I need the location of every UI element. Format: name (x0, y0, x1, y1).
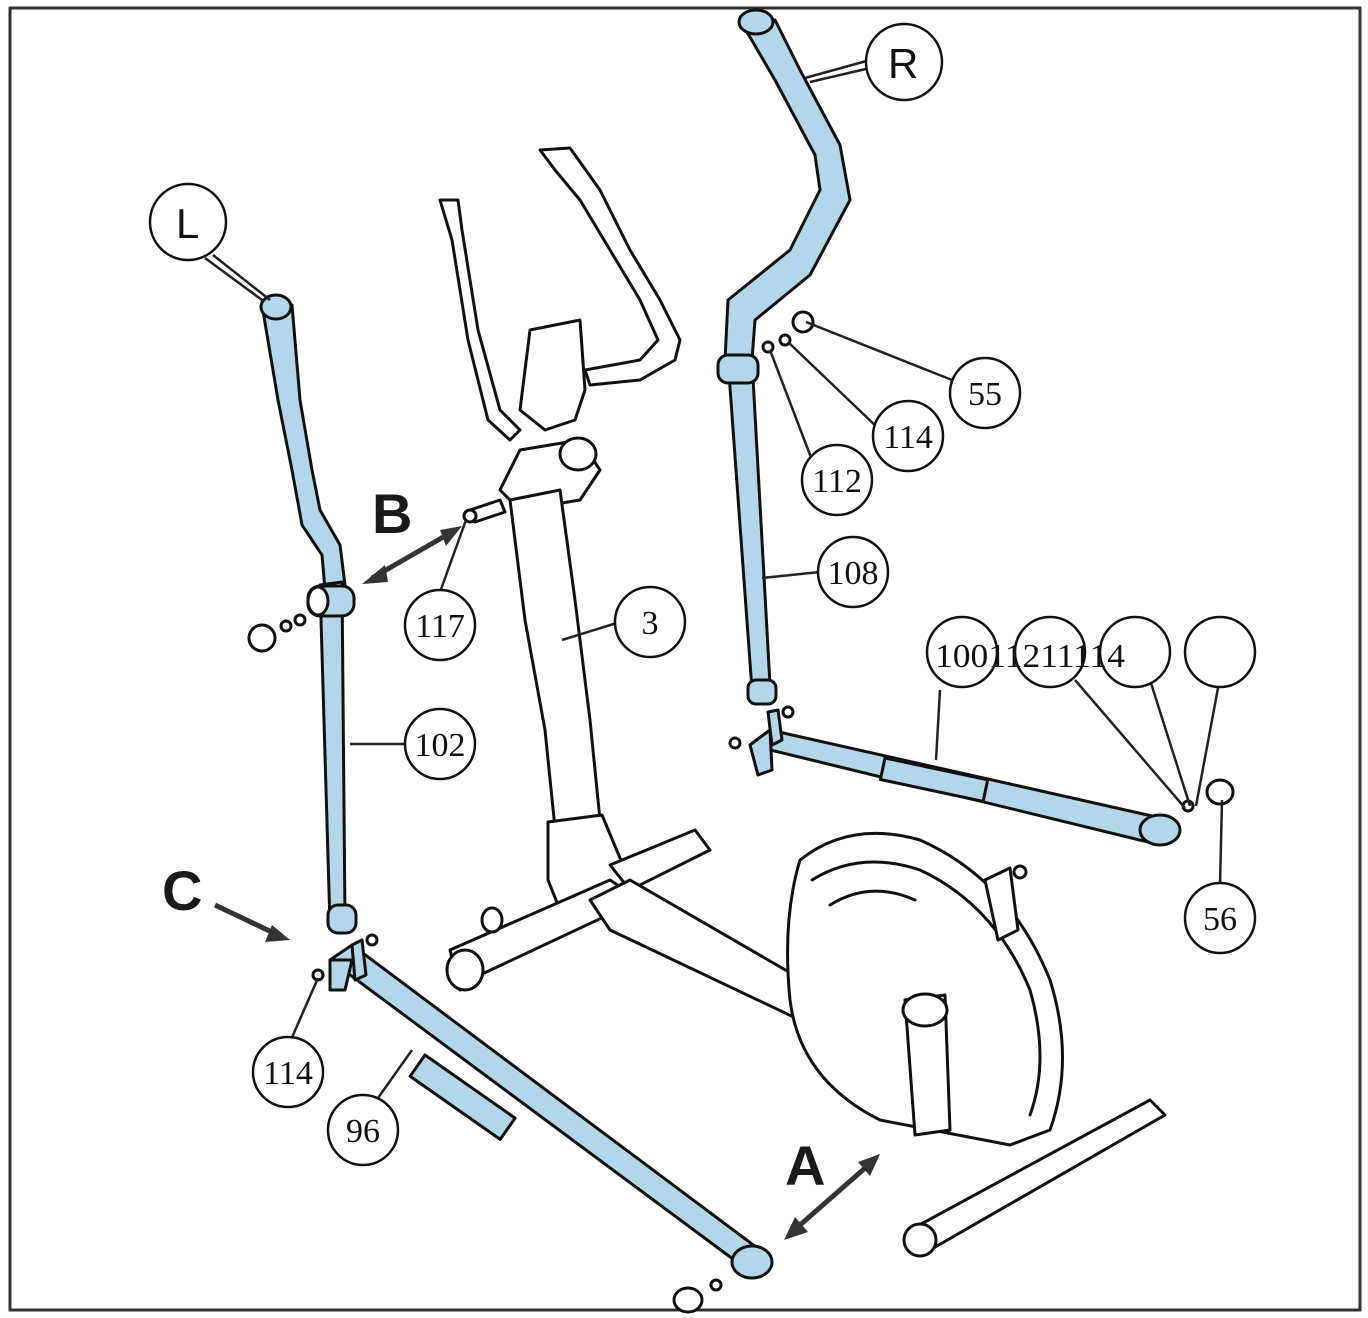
callout-bubble-group-1 (925, 615, 999, 689)
callout-bubble-96 (326, 1093, 400, 1167)
callout-102: 102 (415, 727, 466, 764)
step-letter-a: A (785, 1134, 825, 1197)
callout-55: 55 (968, 376, 1002, 413)
callout-117: 117 (415, 608, 465, 645)
leader-lines (204, 58, 1224, 1099)
main-frame-part-3 (438, 146, 1167, 1258)
side-bubble-right (864, 22, 944, 102)
callout-114-left: 114 (263, 1055, 313, 1092)
callout-56: 56 (1203, 901, 1237, 938)
callout-bubble-114-right (871, 399, 945, 473)
axle-part-117 (462, 498, 507, 524)
callout-108: 108 (828, 555, 879, 592)
callout-bubble-group-2 (1013, 615, 1087, 689)
callout-bubble-55 (948, 356, 1022, 430)
callout-bubble-117 (403, 588, 477, 662)
right-pedal-tube (728, 705, 1235, 847)
callout-3: 3 (642, 605, 659, 642)
arrow-c-icon (213, 902, 290, 942)
callout-96: 96 (346, 1113, 380, 1150)
callout-bubble-56 (1183, 881, 1257, 955)
side-bubble-left (148, 182, 228, 262)
side-label-right: R (888, 40, 918, 87)
side-label-left: L (176, 200, 199, 247)
left-handlebar-arm-part-102 (247, 293, 358, 935)
right-handlebar-arm-part-108 (716, 8, 852, 706)
callout-114-right: 114 (883, 419, 933, 456)
callout-bubble-group-3 (1098, 615, 1172, 689)
step-letter-b: B (372, 482, 412, 545)
callout-bubble-102 (403, 707, 477, 781)
arrow-b-icon (362, 526, 462, 584)
callout-bubble-group-4 (1183, 615, 1257, 689)
step-letter-c: C (162, 859, 202, 922)
left-pedal-tube-part-96 (311, 933, 774, 1314)
callout-bubble-3 (613, 585, 687, 659)
callout-bubble-108 (816, 535, 890, 609)
callout-bubble-112 (800, 443, 874, 517)
callout-group-right-pedal: 10011211114 (935, 638, 1125, 675)
callout-bubble-114-left (251, 1035, 325, 1109)
arrow-a-icon (784, 1154, 880, 1240)
callout-112: 112 (812, 463, 862, 500)
